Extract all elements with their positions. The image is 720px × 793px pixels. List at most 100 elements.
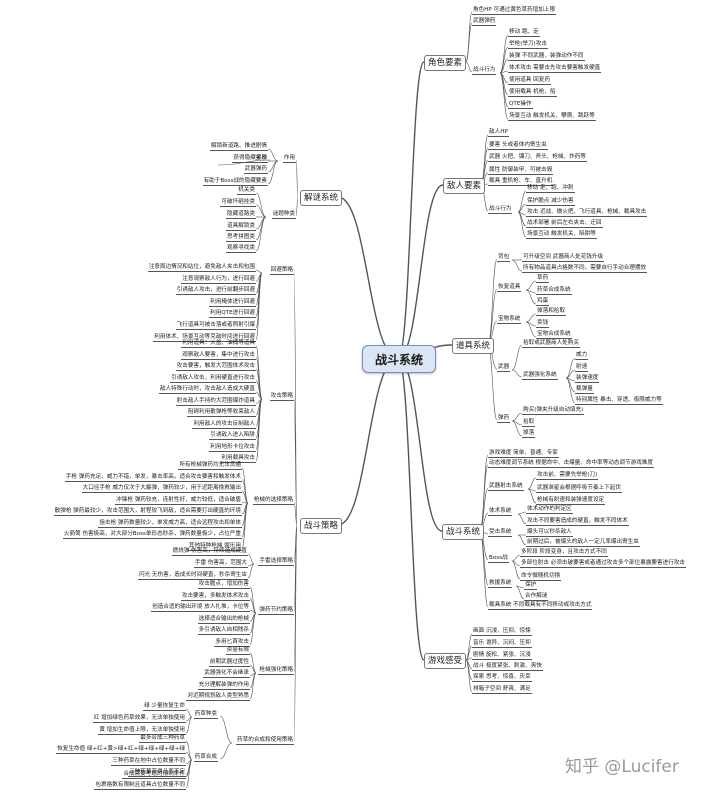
puzzle-effect-item: 有助于Boss战的隐藏要素 [202, 178, 268, 186]
branch-enemy[interactable]: 敌人要素 [443, 178, 486, 194]
connector [511, 554, 521, 562]
connector [525, 321, 537, 338]
enemy-behavior-item: 场景互动 触发机关、陷阱等 [526, 231, 597, 239]
strategy-gun-item: 火箭筒 伤害极高，对大部分Boss单形态秒杀，弹药数量极少，占位严重 [62, 531, 242, 539]
strategy-attack-item: 利用载具攻击 [220, 455, 256, 463]
props-recovery-item: 草药 [536, 275, 550, 283]
strategy-gun-item: 冲锋枪 弹药较充，连射性好，威力较低，适合破盾 [115, 496, 242, 505]
props-ammo-node: 弹药 [497, 415, 511, 423]
branch-combat[interactable]: 战斗系统 [442, 524, 485, 540]
combat-ally-item: 保护 [524, 582, 538, 590]
connector [267, 160, 279, 185]
branch-strategy[interactable]: 战斗策略 [299, 518, 342, 534]
strategy-upgrade-node: 枪械强化策略 [258, 667, 294, 675]
props-ammo-item: 购买(弹夹升级自动填充) [522, 407, 585, 415]
connector [517, 513, 527, 525]
connector [337, 196, 399, 359]
connector [241, 502, 249, 549]
strategy-upgrade-item: 资金有限 [225, 647, 250, 655]
connector [293, 524, 298, 613]
props-ammo-item: 拾取 [522, 419, 536, 427]
enemy-behavior-item: 战术部署 前后左右夹击、迂回 [526, 220, 603, 228]
role-action-item: 使用道具 回复药 [508, 77, 551, 85]
game-item: 音乐 诡异、沉闷、压抑 [472, 640, 532, 648]
combat-boss-item: 多阶段 阶段变身，且攻击方式不同 [520, 549, 608, 557]
strategy-attack-item: 引诱敌人进入陷阱 [209, 432, 256, 440]
strategy-save-item: 创造合适的输出环境 放人扎堆，卡位等 [151, 604, 250, 612]
connector [255, 204, 267, 218]
combat-boss-node: Boss战 [488, 555, 509, 563]
connector [527, 477, 537, 490]
strategy-attack-item: 利用敌人的攻击反制敌人 [192, 420, 256, 429]
game-item: 排箱子空间 舒爽、满足 [472, 686, 532, 694]
strategy-dodge-item: 引诱敌人攻击，进行前翻步回避 [175, 287, 256, 296]
branch-props[interactable]: 道具系统 [452, 338, 495, 354]
strategy-upgrade-item: 前期武器过度性 [208, 659, 250, 667]
puzzle-effect-item: 解锁新道路、推进剧情 [210, 143, 268, 151]
branch-game[interactable]: 游戏感受 [424, 653, 467, 669]
connector [337, 357, 399, 526]
props-ammo-item: 掉落 [522, 430, 536, 438]
strategy-herb-item: 绿 少量恢复生命 [143, 703, 186, 711]
strategy-save-item: 攻击要害，多触发体术攻击 [180, 592, 250, 601]
game-item: 剧情 旋松、紧张、沉浸 [472, 652, 532, 660]
puzzle-type-item: 道具解锁类 [226, 223, 256, 231]
strategy-dodge-item: 注意周边情况和站位，避免敌人夹击和包围 [147, 264, 256, 272]
strategy-attack-item: 攻击要害，触发大范围体术攻击 [175, 363, 256, 371]
branch-role[interactable]: 角色要素 [424, 55, 467, 71]
strategy-attack-item: 利用地形卡位攻击 [209, 443, 256, 452]
connector [219, 715, 233, 744]
strategy-dodge-item: 利用体术、场景互动等克敌时间进行回避 [153, 333, 256, 342]
combat-ally-node: 救援系统 [488, 580, 513, 588]
game-item: 探索 思考、惊喜、庆幸 [472, 674, 532, 682]
props-backpack-node: 背包 [497, 254, 511, 262]
connector [511, 344, 523, 371]
strategy-attack-item: 射击敌人手持的大范围爆炸道具 [175, 397, 256, 406]
connector [515, 585, 525, 600]
enemy-behavior-node: 战斗行为 [488, 206, 513, 214]
connector [295, 196, 299, 217]
props-weapons-node: 武器 [497, 364, 511, 372]
connector [565, 377, 576, 404]
strategy-upgrade-item: 充分理解装弹的作用 [197, 682, 250, 690]
enemy-behavior-item: 攻击 近战、做火把、飞行道具、枪械、载具攻击 [526, 209, 648, 217]
connector [397, 357, 425, 661]
connector [255, 398, 263, 462]
strategy-dodge-item: 飞行道具可被击落或者照射引爆 [175, 322, 256, 330]
strategy-combo-item: 三种药草获得几率不定 [128, 769, 186, 777]
connector [295, 159, 299, 198]
connector [479, 454, 489, 532]
role-hp-item: 角色HP 可通过黄色草药增加上限 [472, 7, 557, 15]
puzzle-effect-item: 武器弹药 [243, 166, 268, 174]
branch-puzzle[interactable]: 解谜系统 [299, 190, 342, 206]
enemy-item: 武器 火把、镰刀、斧头、枪械、炸药等 [488, 154, 587, 162]
combat-aim-node: 武器射击系统 [488, 483, 524, 491]
connector [249, 672, 257, 700]
props-recovery-item: 药草合成系统 [536, 287, 572, 295]
connector [397, 184, 444, 359]
connector [517, 511, 527, 515]
game-item: 战斗 极度紧张、刺激、爽快 [472, 663, 543, 671]
strategy-attack-item: 敌人特殊行动时，攻击敌人造成大硬直 [158, 386, 256, 394]
props-upgrade-item: 特别属性 暴击、穿透、极限威力等 [575, 397, 663, 405]
connector [247, 553, 255, 565]
role-action-item: 装弹 不同武器，装弹动作不同 [508, 53, 585, 61]
strategy-dodge-item: 注意观察敌人行为，进行回避 [181, 275, 256, 284]
combat-ally-item: 合作解谜 [524, 593, 549, 601]
role-weapon-item: 武器弹药 [472, 18, 497, 26]
connector [499, 58, 509, 74]
connector [525, 280, 537, 291]
strategy-dodge-node: 回避策略 [269, 267, 294, 275]
connector [397, 61, 425, 359]
strategy-gun-item: 散弹枪 弹药最较少，攻击范围大，射程较飞到敌，适合需要打出硬直的环境 [53, 508, 242, 516]
connector [465, 659, 473, 693]
connector [565, 357, 576, 379]
props-upgrade-node: 武器强化系统 [522, 372, 558, 380]
central-node[interactable]: 战斗系统 [362, 345, 436, 373]
props-weapons-item: 拾取或武器商人处购买 [522, 340, 580, 348]
strategy-combo-item: 恢复生命值 绿+红+黄>绿+红+绿+绿+绿+绿+绿 [56, 746, 186, 754]
strategy-gun-item: 手枪 弹药充足，威力不错，单发，暴击率高，适合攻击要害和触发体术 [64, 473, 242, 482]
connector [479, 530, 489, 608]
connector [499, 72, 509, 120]
strategy-throw-node: 手雷选择策略 [258, 558, 294, 566]
